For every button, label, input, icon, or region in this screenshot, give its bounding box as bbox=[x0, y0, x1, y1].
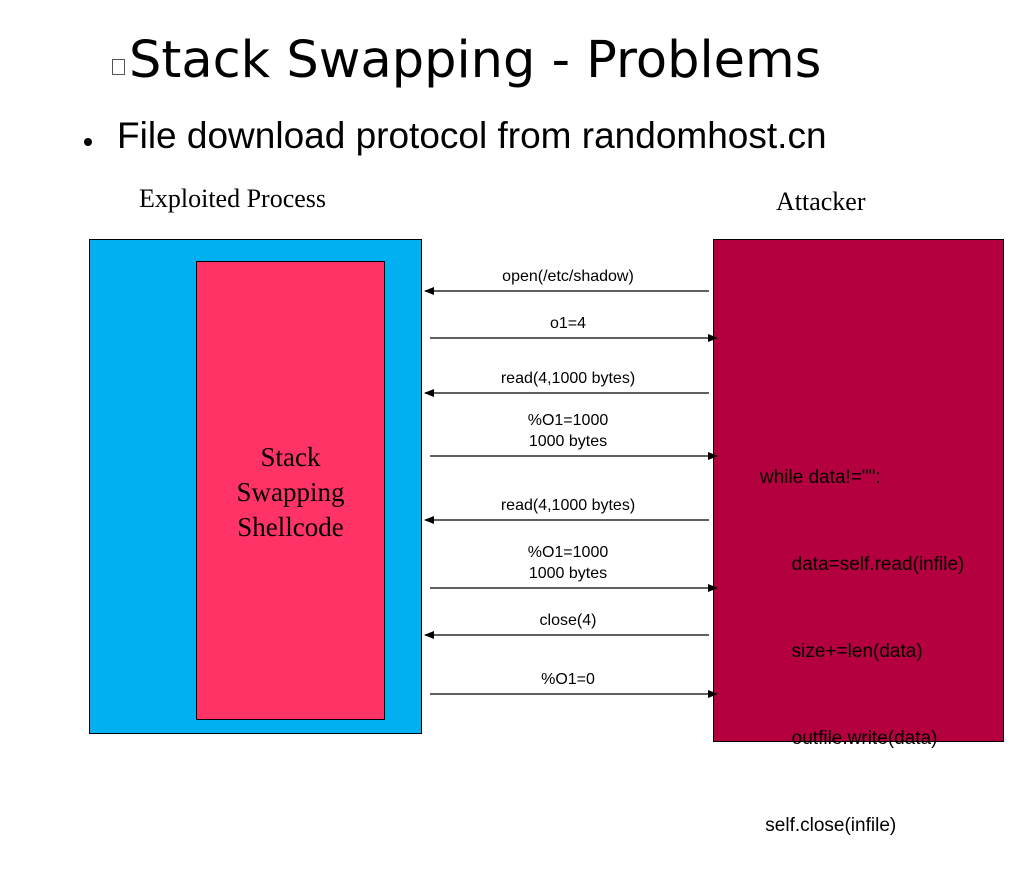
message-label: read(4,1000 bytes) bbox=[458, 495, 678, 516]
bullet-icon bbox=[84, 138, 92, 146]
shellcode-label-line: Stack bbox=[260, 442, 321, 472]
message-label-line: o1=4 bbox=[549, 315, 587, 332]
message-arrows bbox=[424, 287, 718, 698]
code-line: outfile.write(data) bbox=[760, 728, 938, 749]
missing-glyph-icon bbox=[112, 59, 125, 75]
code-line: size+=len(data) bbox=[760, 641, 923, 662]
message-label: %O1=0 bbox=[458, 669, 678, 690]
message-label: read(4,1000 bytes) bbox=[458, 368, 678, 389]
shellcode-label: Stack Swapping Shellcode bbox=[196, 440, 385, 545]
exploited-process-label: Exploited Process bbox=[139, 184, 327, 213]
message-label: %O1=1000 1000 bytes bbox=[458, 542, 678, 584]
message-label-line: %O1=1000 bbox=[527, 544, 609, 561]
title-row: Stack Swapping - Problems bbox=[112, 28, 821, 98]
message-label-line: %O1=0 bbox=[541, 671, 595, 688]
message-label-line: 1000 bytes bbox=[528, 565, 608, 582]
code-line: data=self.read(infile) bbox=[760, 554, 965, 575]
shellcode-box bbox=[196, 261, 385, 720]
shellcode-label-line: Shellcode bbox=[237, 512, 344, 542]
message-label-line: close(4) bbox=[539, 612, 597, 629]
message-label-line: read(4,1000 bytes) bbox=[500, 370, 636, 387]
message-label: %O1=1000 1000 bytes bbox=[458, 410, 678, 452]
message-label-line: 1000 bytes bbox=[528, 433, 608, 450]
code-line: self.close(infile) bbox=[760, 815, 897, 836]
slide-title: Stack Swapping - Problems bbox=[129, 31, 822, 90]
shellcode-label-line: Swapping bbox=[236, 477, 345, 507]
code-line: while data!="": bbox=[760, 467, 881, 488]
attacker-box bbox=[713, 239, 1004, 742]
attacker-label: Attacker bbox=[776, 187, 866, 216]
message-label: o1=4 bbox=[458, 313, 678, 334]
bullet-text: File download protocol from randomhost.c… bbox=[117, 115, 827, 156]
message-label: close(4) bbox=[458, 610, 678, 631]
message-label-line: open(/etc/shadow) bbox=[502, 268, 634, 285]
message-label-line: read(4,1000 bytes) bbox=[500, 497, 636, 514]
message-label-line: %O1=1000 bbox=[527, 412, 609, 429]
message-label: open(/etc/shadow) bbox=[458, 266, 678, 287]
